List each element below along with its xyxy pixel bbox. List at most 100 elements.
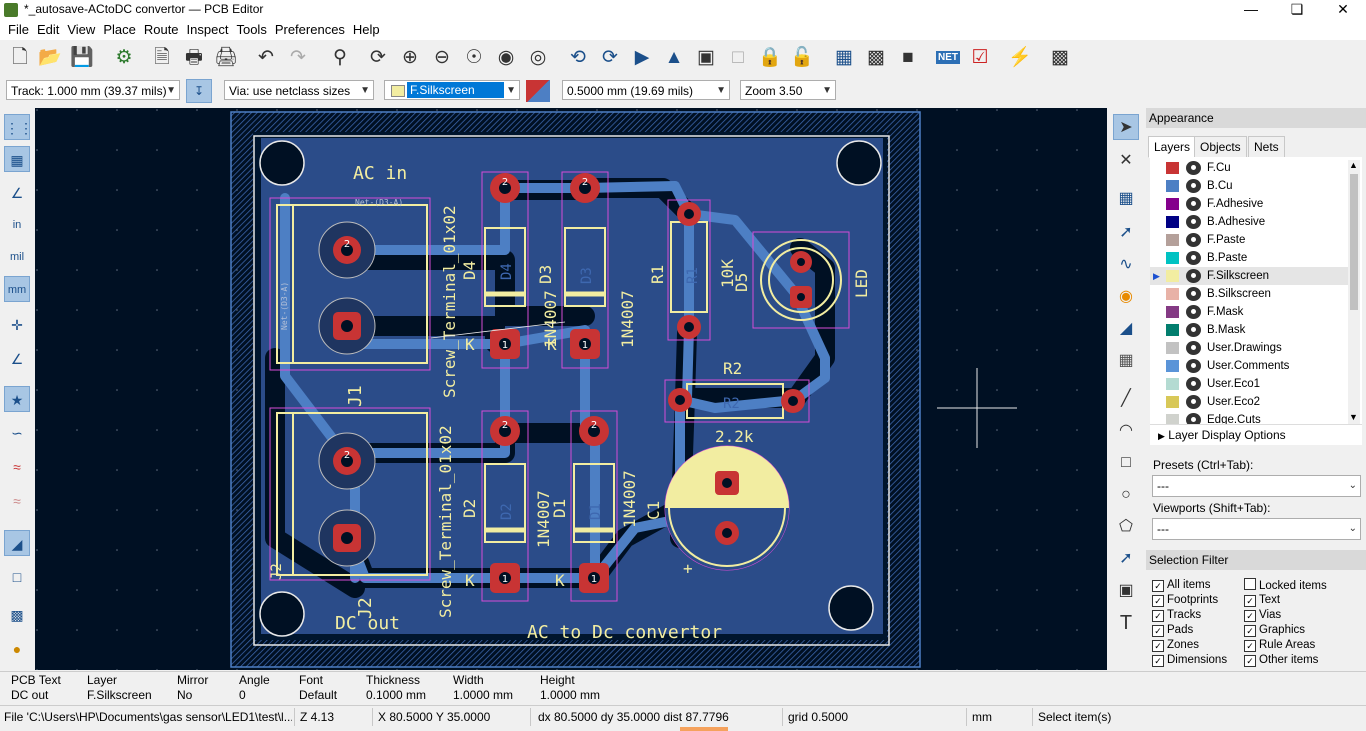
menu-preferences[interactable]: Preferences — [274, 22, 345, 37]
layer-color-swatch[interactable] — [1166, 252, 1179, 264]
selection-filter-checkbox[interactable]: ✓All items — [1152, 578, 1210, 592]
footprint-editor-icon[interactable]: ▦ — [835, 47, 853, 68]
layer-color-swatch[interactable] — [1166, 234, 1179, 246]
units-mm-button[interactable]: mm — [4, 276, 30, 302]
layer-select[interactable]: F.Silkscreen▼ — [384, 80, 520, 100]
selection-filter-checkbox[interactable]: ✓Zones — [1152, 638, 1199, 652]
checkbox-icon[interactable]: ✓ — [1244, 610, 1256, 622]
pcb-drawing[interactable]: AC in DC out AC to Dc convertor J1 J2 J2… — [35, 108, 1107, 670]
silk-d3-value[interactable]: 1N4007 — [618, 290, 637, 348]
layer-row[interactable]: B.Mask — [1150, 321, 1350, 339]
menu-file[interactable]: File — [8, 22, 29, 37]
layer-color-swatch[interactable] — [1166, 396, 1179, 408]
layer-pair-icon[interactable] — [526, 80, 550, 102]
zone-fill-icon[interactable]: ◢ — [4, 530, 30, 556]
zoom-select[interactable]: Zoom 3.50▼ — [740, 80, 836, 100]
board-edge[interactable] — [253, 135, 890, 646]
units-inches-button[interactable]: in — [12, 219, 22, 231]
polar-coords-icon[interactable]: ∠ — [10, 351, 24, 367]
cursor-crosshair-icon[interactable]: ✛ — [11, 317, 23, 333]
silk-d1[interactable]: D1 — [550, 499, 569, 518]
checkbox-icon[interactable]: ✓ — [1152, 625, 1164, 637]
draw-polygon-icon[interactable]: ⬠ — [1119, 518, 1133, 535]
add-footprint-icon[interactable]: ▦ — [1118, 190, 1134, 207]
selection-filter-checkbox[interactable]: ✓Footprints — [1152, 593, 1218, 607]
checkbox-icon[interactable]: ✓ — [1152, 610, 1164, 622]
layer-row[interactable]: B.Paste — [1150, 249, 1350, 267]
layer-color-swatch[interactable] — [1166, 378, 1179, 390]
netlist-icon[interactable]: NET — [936, 51, 960, 64]
layer-row[interactable]: User.Comments — [1150, 357, 1350, 375]
checkbox-icon[interactable]: ✓ — [1244, 625, 1256, 637]
layer-row[interactable]: User.Eco1 — [1150, 375, 1350, 393]
layer-row[interactable]: Edge.Cuts — [1150, 411, 1350, 425]
tab-nets[interactable]: Nets — [1248, 136, 1285, 158]
d2-courtyard[interactable] — [481, 410, 529, 602]
silk-k-d4[interactable]: K — [465, 335, 475, 354]
mounting-hole[interactable] — [259, 140, 305, 186]
checkbox-icon[interactable]: ✓ — [1244, 640, 1256, 652]
mounting-hole[interactable] — [836, 140, 882, 186]
lock-icon[interactable]: 🔒 — [758, 47, 782, 68]
footprint-browser-icon[interactable]: ▩ — [867, 47, 885, 68]
selection-filter-checkbox[interactable]: ✓Pads — [1152, 623, 1193, 637]
mounting-hole[interactable] — [259, 591, 305, 637]
track-width-select[interactable]: Track: 1.000 mm (39.37 mils)▼ — [6, 80, 180, 100]
j2-courtyard[interactable] — [269, 407, 431, 581]
d1-courtyard[interactable] — [570, 410, 618, 602]
silk-k-d3[interactable]: K — [547, 335, 557, 354]
selection-filter-checkbox[interactable]: Locked items — [1244, 578, 1327, 593]
eye-icon[interactable] — [1186, 179, 1201, 193]
auto-track-width-icon[interactable]: ↧ — [186, 79, 212, 103]
close-button[interactable]: ✕ — [1337, 1, 1349, 17]
selection-filter-checkbox[interactable]: ✓Text — [1244, 593, 1280, 607]
eye-icon[interactable] — [1186, 251, 1201, 265]
plot-icon[interactable]: 🖨 — [213, 47, 239, 68]
schematic-icon[interactable]: ⚡ — [1008, 47, 1032, 68]
add-rule-area-icon[interactable]: ▦ — [1118, 352, 1134, 369]
layer-color-swatch[interactable] — [1166, 288, 1179, 300]
save-icon[interactable]: 💾 — [70, 47, 94, 68]
checkbox-icon[interactable]: ✓ — [1152, 655, 1164, 667]
flip-icon[interactable]: ▶ — [634, 47, 650, 68]
scroll-up-icon[interactable]: ▲ — [1349, 160, 1358, 170]
r1-courtyard[interactable] — [667, 199, 711, 341]
eye-icon[interactable] — [1186, 305, 1201, 319]
silk-d2-value[interactable]: 1N4007 — [534, 490, 553, 548]
silk-r1[interactable]: R1 — [648, 265, 667, 284]
layer-color-swatch[interactable] — [1166, 324, 1179, 336]
tab-objects[interactable]: Objects — [1194, 136, 1247, 158]
layer-row[interactable]: F.Adhesive — [1150, 195, 1350, 213]
layer-row[interactable]: ▶F.Silkscreen — [1150, 267, 1350, 285]
zoom-selection-icon[interactable]: ◎ — [529, 47, 547, 68]
zone-outline-icon[interactable]: □ — [12, 569, 22, 585]
silk-d4[interactable]: D4 — [460, 261, 479, 280]
draw-circle-icon[interactable]: ○ — [1121, 486, 1131, 503]
silk-j2-ref[interactable]: J2 — [269, 563, 285, 580]
add-via-icon[interactable]: ◉ — [1119, 288, 1133, 305]
open-folder-icon[interactable]: 📂 — [38, 47, 62, 68]
silk-d1-value[interactable]: 1N4007 — [620, 470, 639, 528]
selection-filter-checkbox[interactable]: ✓Graphics — [1244, 623, 1305, 637]
units-mils-button[interactable]: mil — [9, 251, 25, 263]
track-outline-icon[interactable]: ≈ — [13, 459, 21, 475]
layer-row[interactable]: B.Cu — [1150, 177, 1350, 195]
viewports-select[interactable]: ---⌄ — [1152, 518, 1361, 540]
silk-d2[interactable]: D2 — [460, 499, 479, 518]
ratsnest-icon[interactable]: ★ — [4, 386, 30, 412]
layer-row[interactable]: User.Drawings — [1150, 339, 1350, 357]
ruler-icon[interactable]: ∠ — [10, 185, 24, 201]
silk-screw-terminal-1[interactable]: Screw_Terminal_01x02 — [440, 205, 459, 398]
checkbox-icon[interactable]: ✓ — [1244, 595, 1256, 607]
pcb-canvas[interactable]: AC in DC out AC to Dc convertor J1 J2 J2… — [35, 108, 1107, 670]
silk-c1[interactable]: C1 — [644, 501, 663, 520]
eye-icon[interactable] — [1186, 395, 1201, 409]
silk-d4-value[interactable]: 1N4007 — [541, 290, 560, 348]
rotate-ccw-icon[interactable]: ⟲ — [570, 47, 586, 68]
tab-layers[interactable]: Layers — [1148, 136, 1197, 158]
eye-icon[interactable] — [1186, 233, 1201, 247]
eye-icon[interactable] — [1186, 359, 1201, 373]
silk-j1[interactable]: J1 — [345, 385, 366, 407]
silk-title[interactable]: AC to Dc convertor — [527, 622, 722, 643]
layer-color-swatch[interactable] — [1166, 216, 1179, 228]
